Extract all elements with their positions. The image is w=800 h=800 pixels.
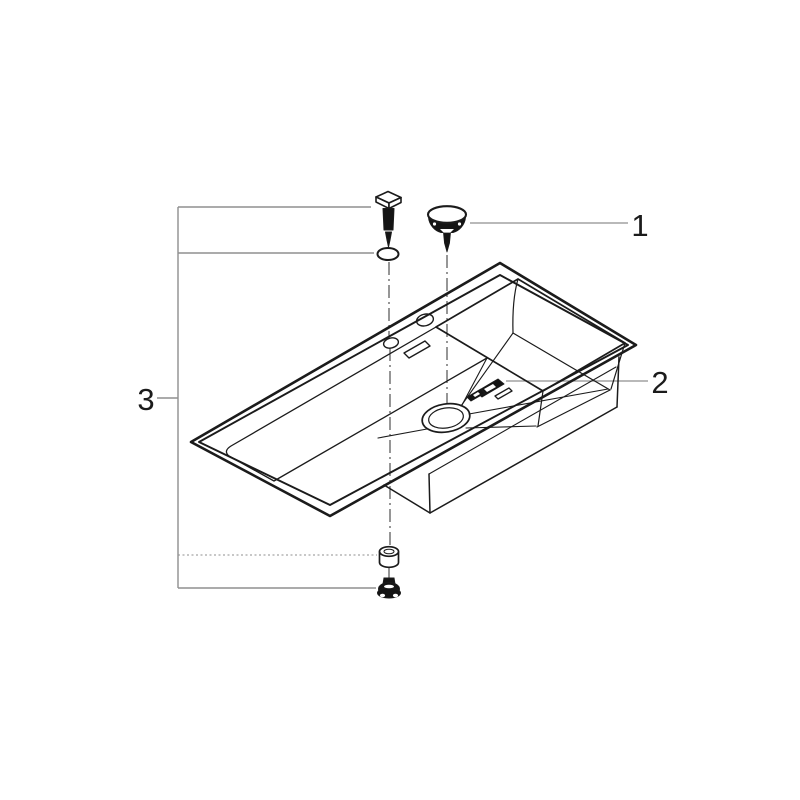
overflow-plate-right bbox=[494, 387, 513, 400]
drain-inner-ring bbox=[428, 407, 464, 429]
label-part-1: 1 bbox=[631, 208, 648, 243]
leader-lines bbox=[470, 222, 648, 382]
deck-hole-right bbox=[415, 313, 435, 327]
bowl-crease-right bbox=[468, 388, 609, 415]
sleeve-top-opening bbox=[383, 548, 395, 555]
part3-bracket bbox=[157, 206, 377, 589]
pin-shaft bbox=[382, 208, 395, 231]
sink-outer-rim bbox=[189, 261, 638, 518]
drain-stopper-cap bbox=[426, 205, 468, 253]
sink-inner-rim bbox=[198, 274, 629, 506]
underbox-right-corner-edge bbox=[616, 356, 620, 408]
bowl-base-edge-ne bbox=[512, 332, 611, 391]
overflow-plate-left-slot bbox=[473, 392, 480, 397]
bowl-crease-front bbox=[465, 425, 537, 429]
cap-top-dome bbox=[426, 205, 468, 224]
pin-lower-shaft bbox=[385, 231, 392, 241]
cap-skirt-highlight-left bbox=[432, 222, 437, 226]
sink-body bbox=[189, 261, 638, 518]
mounting-nut bbox=[377, 577, 401, 599]
bowl-base-edge-se bbox=[536, 389, 611, 428]
overflow-plate-top-slot bbox=[484, 384, 496, 392]
underbox-front-corner-edge bbox=[428, 473, 431, 514]
cap-stem-tip bbox=[444, 242, 450, 253]
cap-skirt-notch bbox=[440, 229, 454, 233]
pin-tip bbox=[386, 239, 391, 248]
nut-flange-slot-right bbox=[392, 593, 399, 598]
underbox-bottom-left-edge bbox=[383, 484, 431, 514]
bowl-crease-back bbox=[460, 332, 514, 407]
bowl-crease-to-drainboard bbox=[377, 428, 428, 439]
overflow-cover-part bbox=[466, 378, 513, 402]
sleeve-body bbox=[378, 551, 400, 569]
deck-hole-left bbox=[382, 337, 400, 349]
bowl-corner-edge-back bbox=[512, 278, 519, 334]
centerline-group bbox=[388, 255, 448, 578]
bowl-corner-edge-front bbox=[537, 390, 544, 427]
pin-head-right-face bbox=[388, 196, 402, 210]
nut-top-slot-highlight bbox=[384, 584, 394, 589]
drain-opening bbox=[421, 402, 471, 434]
sleeve-top-rim bbox=[378, 545, 400, 558]
underbox-bottom-front-edge bbox=[429, 406, 618, 514]
drain-outer-ring bbox=[421, 402, 471, 434]
underbox-top-front-edge bbox=[428, 366, 617, 475]
label-part-3: 3 bbox=[137, 382, 154, 417]
deck-slot bbox=[403, 340, 431, 359]
label-part-2: 2 bbox=[651, 365, 668, 400]
square-head-pin bbox=[375, 190, 402, 248]
bowl-crease-left bbox=[461, 357, 488, 406]
cap-skirt-highlight-right bbox=[457, 222, 462, 226]
spacer-sleeve bbox=[378, 545, 400, 569]
cap-stem bbox=[443, 232, 451, 244]
drainboard-surface bbox=[225, 326, 488, 482]
o-ring bbox=[376, 247, 400, 261]
nut-flange-slot-left bbox=[379, 593, 386, 598]
